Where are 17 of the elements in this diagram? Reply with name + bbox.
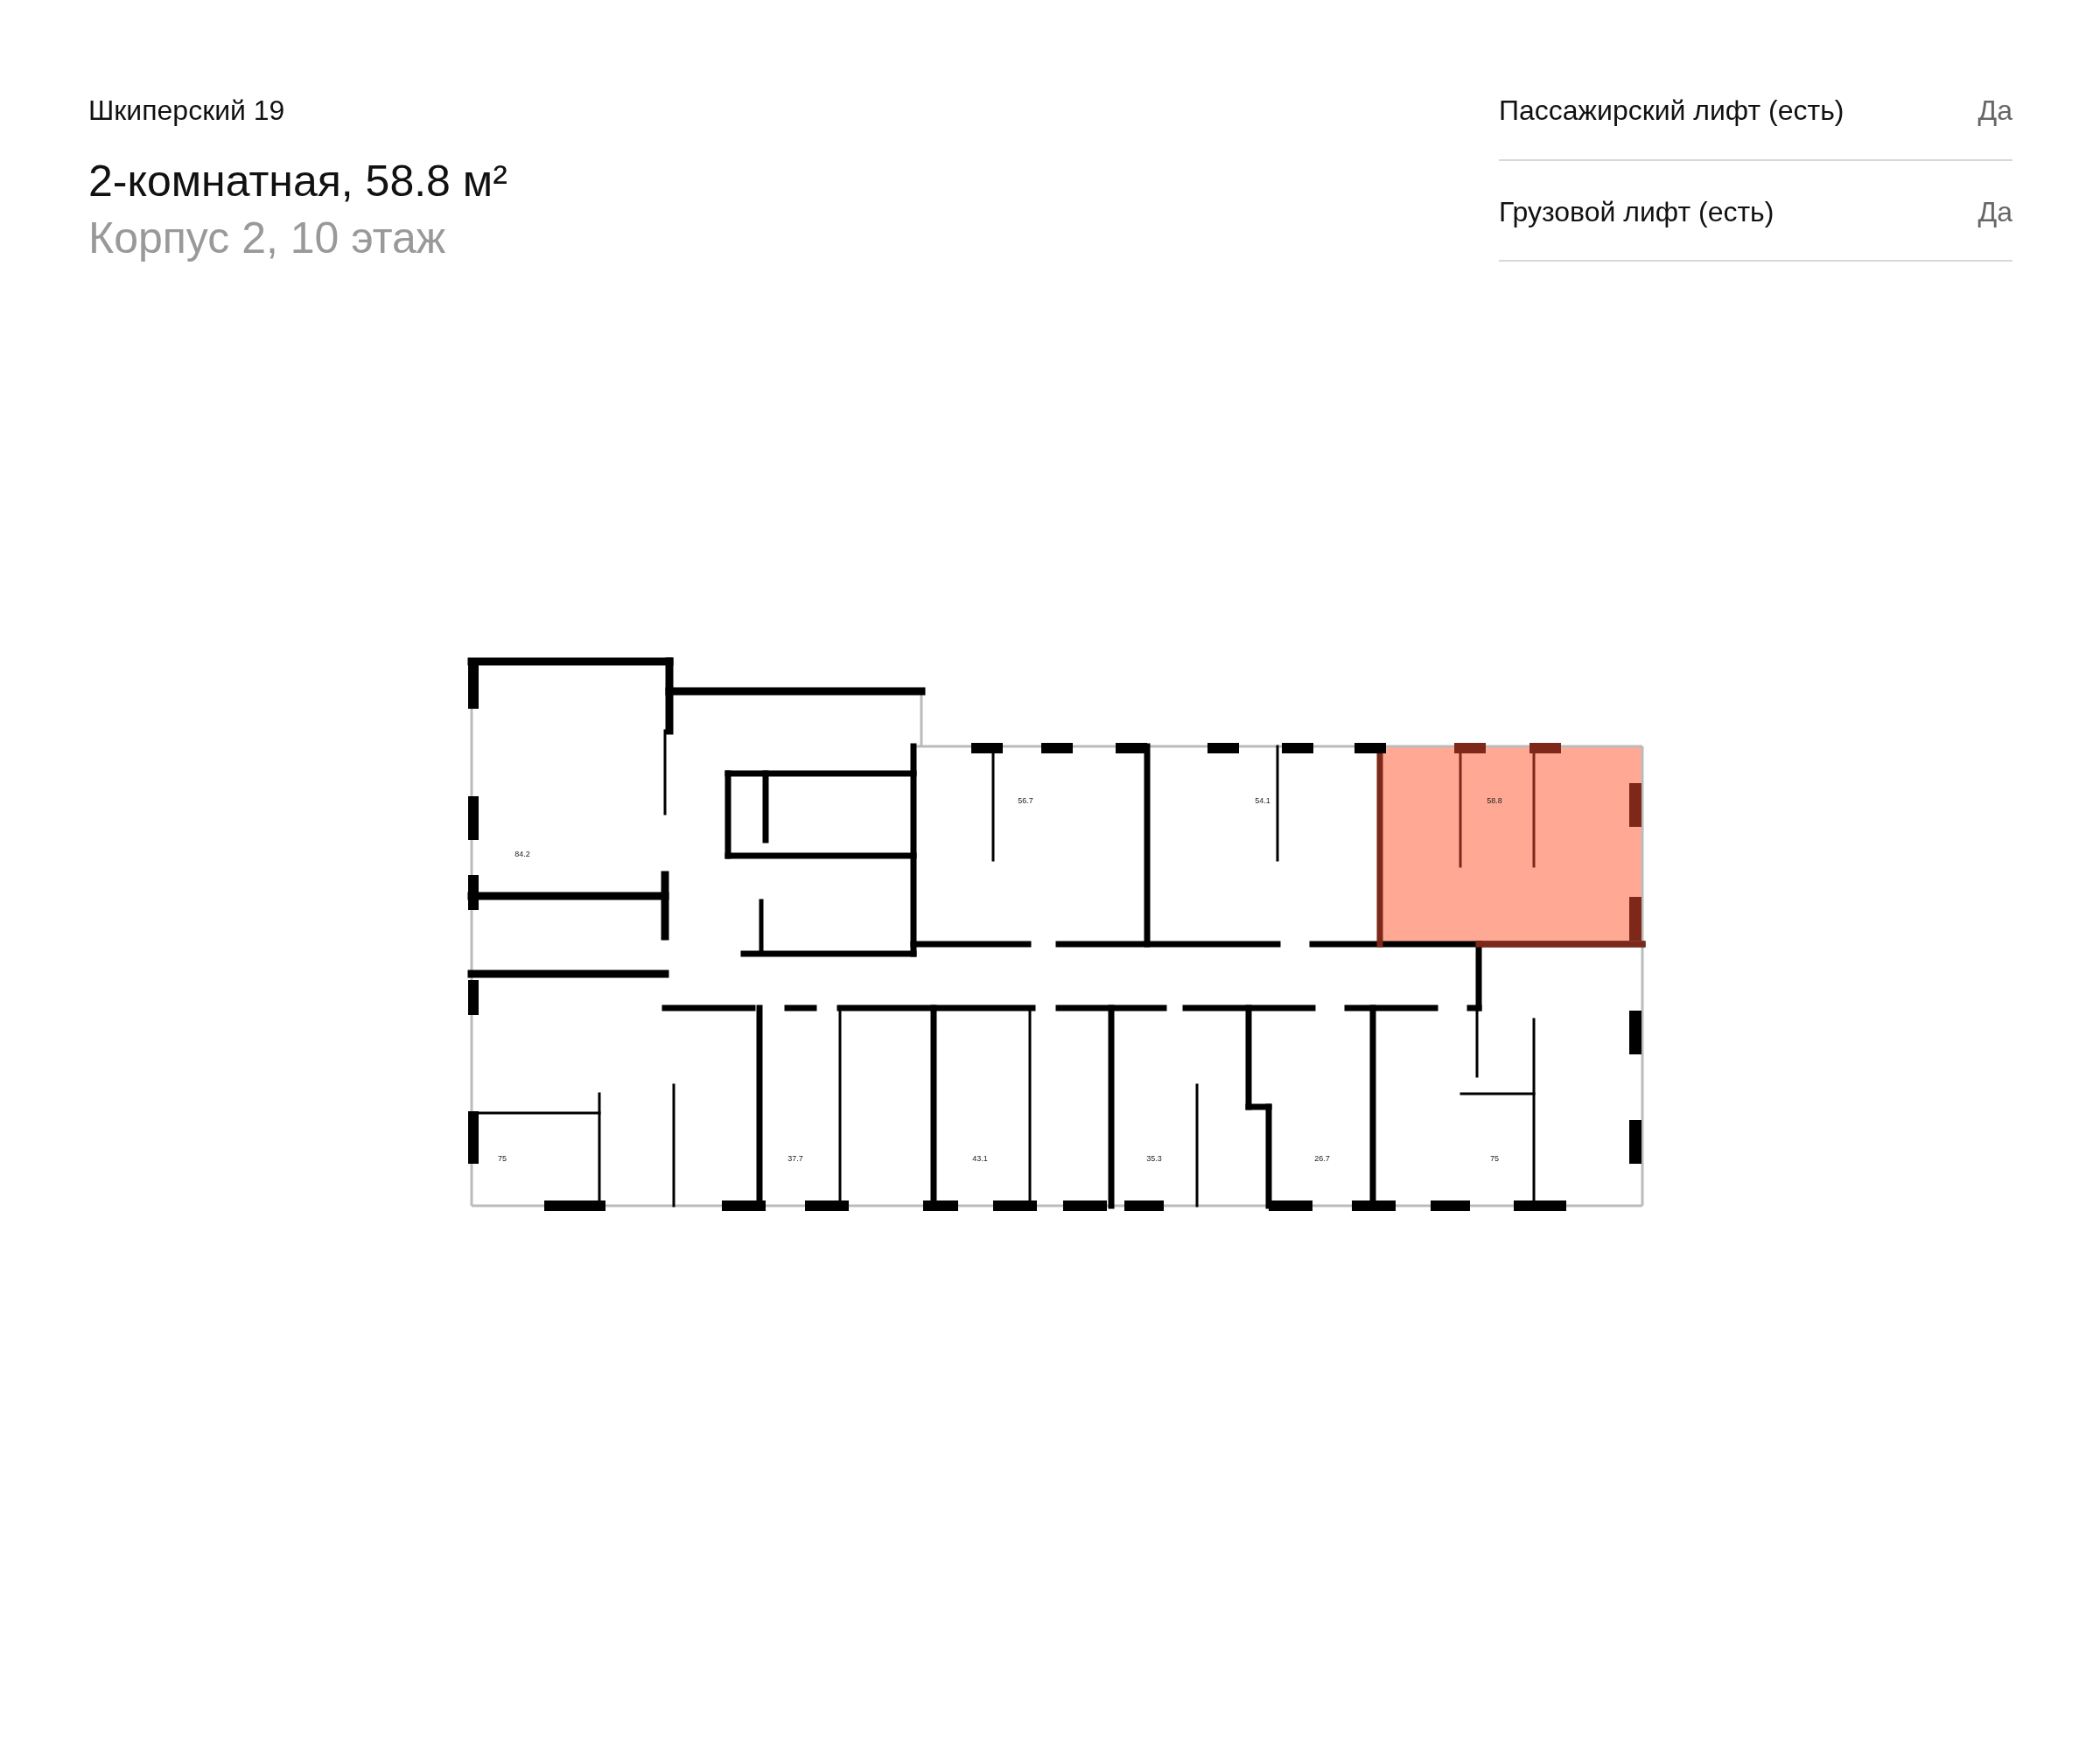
area-label: 84.2 — [514, 850, 530, 858]
elevator-label: Грузовой лифт (есть) — [1499, 196, 1774, 228]
elevator-value: Да — [1978, 196, 2012, 228]
area-label: 37.7 — [788, 1154, 803, 1163]
area-label: 75 — [498, 1154, 507, 1163]
area-label: 35.3 — [1146, 1154, 1162, 1163]
apartment-heading: 2-комнатная, 58.8 м² — [88, 156, 508, 206]
area-label: 26.7 — [1314, 1154, 1330, 1163]
area-label: 43.1 — [972, 1154, 988, 1163]
project-name: Шкиперский 19 — [88, 94, 285, 127]
elevator-label: Пассажирский лифт (есть) — [1499, 94, 1844, 127]
building-floor: Корпус 2, 10 этаж — [88, 213, 446, 263]
elevator-value: Да — [1978, 94, 2012, 127]
area-label: 56.7 — [1018, 796, 1033, 805]
area-label: 54.1 — [1255, 796, 1270, 805]
area-label: 58.8 — [1487, 796, 1502, 805]
area-label: 75 — [1490, 1154, 1499, 1163]
